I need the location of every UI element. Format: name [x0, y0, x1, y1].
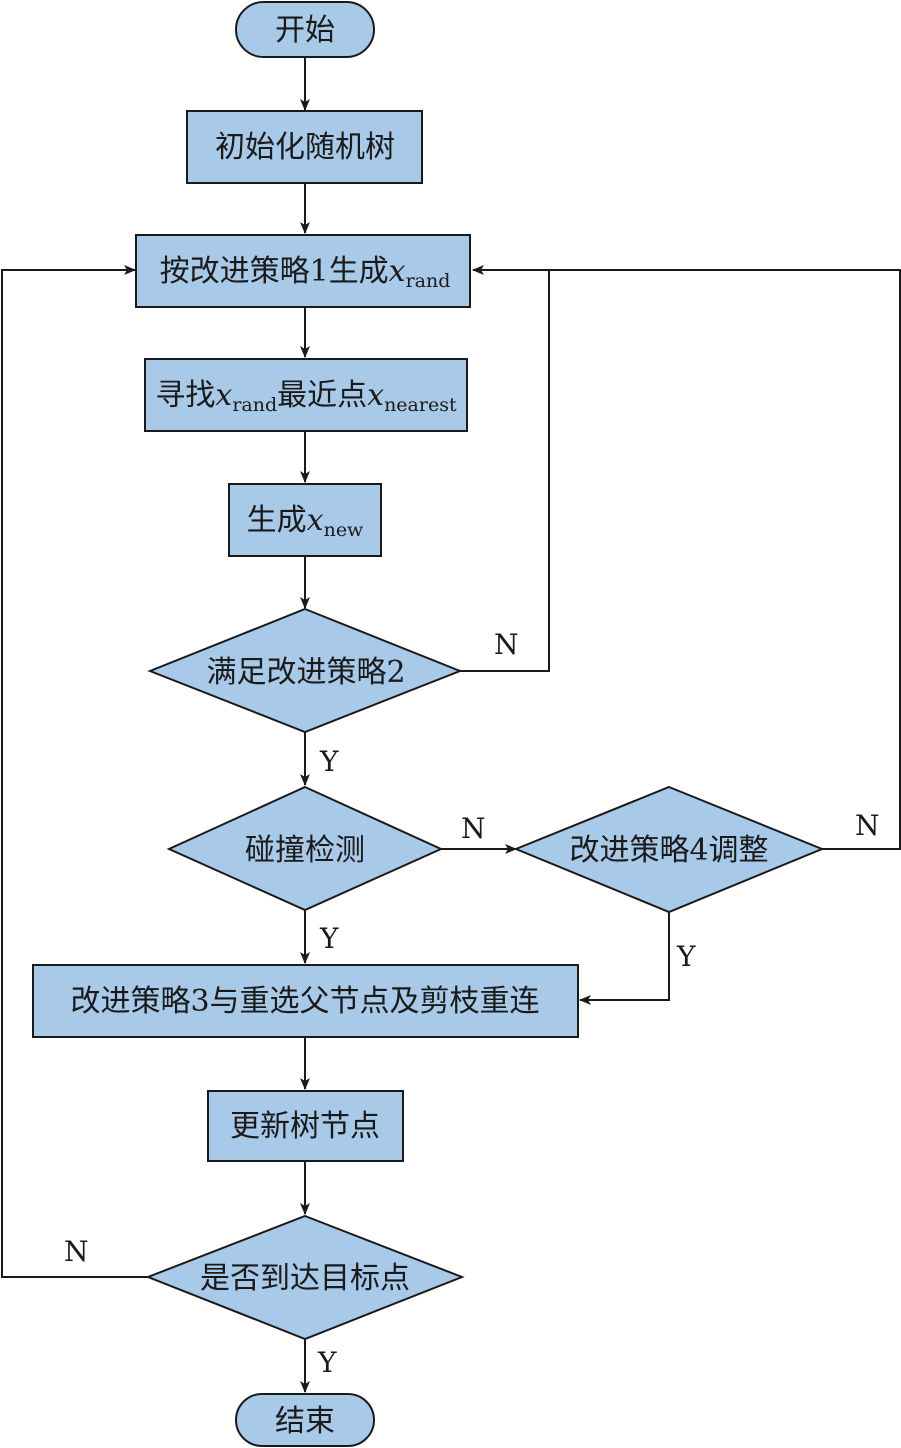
collision-label: 碰撞检测 — [245, 833, 365, 868]
strategy4-label: 改进策略4调整 — [569, 833, 768, 868]
strategy3-label: 改进策略3与重选父节点及剪枝重连 — [70, 984, 539, 1019]
collision-decision: 碰撞检测 — [166, 785, 444, 912]
collision-no-label: N — [461, 812, 486, 845]
strategy4-decision: 改进策略4调整 — [513, 785, 825, 914]
gen-new-node: 生成xnew — [228, 483, 382, 557]
goal-label: 是否到达目标点 — [200, 1261, 410, 1296]
connectors — [1, 57, 901, 1393]
init-tree-node: 初始化随机树 — [186, 110, 423, 184]
init-tree-label: 初始化随机树 — [215, 130, 395, 165]
find-nearest-node: 寻找xrand最近点xnearest — [144, 358, 468, 432]
end-node: 结束 — [235, 1393, 375, 1447]
edge-strategy4-yes — [579, 912, 670, 1005]
strategy2-decision: 满足改进策略2 — [147, 607, 463, 734]
goal-decision: 是否到达目标点 — [145, 1214, 465, 1341]
update-tree-label: 更新树节点 — [230, 1109, 380, 1144]
goal-no-label: N — [64, 1235, 89, 1268]
strategy3-node: 改进策略3与重选父节点及剪枝重连 — [32, 964, 579, 1038]
end-label: 结束 — [275, 1404, 335, 1439]
start-label: 开始 — [275, 13, 335, 48]
update-tree-node: 更新树节点 — [207, 1090, 404, 1162]
collision-yes-label: Y — [319, 922, 339, 955]
strategy2-yes-label: Y — [319, 745, 339, 778]
strategy4-yes-label: Y — [676, 940, 696, 973]
edge-strategy2-no-loop — [460, 265, 550, 672]
strategy4-no-label: N — [855, 809, 880, 842]
start-node: 开始 — [235, 1, 375, 58]
edge-labels: N Y N Y N Y N Y — [64, 628, 880, 1379]
edge-goal-no-loop — [1, 265, 148, 1278]
gen-new-label: 生成xnew — [247, 503, 364, 541]
edge-strategy4-no-loop — [549, 269, 901, 850]
goal-yes-label: Y — [317, 1346, 337, 1379]
find-nearest-label: 寻找xrand最近点xnearest — [155, 378, 457, 416]
gen-rand-node: 按改进策略1生成xrand — [135, 234, 471, 308]
strategy2-no-label: N — [494, 628, 519, 661]
strategy2-label: 满足改进策略2 — [206, 655, 405, 690]
gen-rand-label: 按改进策略1生成xrand — [160, 254, 451, 292]
